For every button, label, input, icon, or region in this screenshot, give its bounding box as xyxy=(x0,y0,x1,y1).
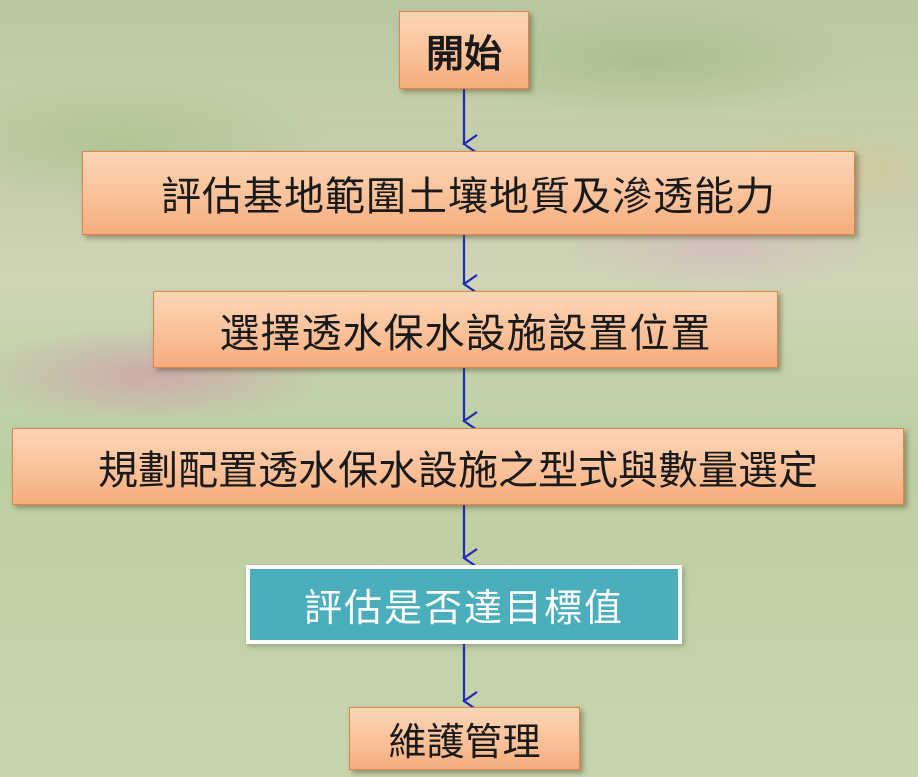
plan-layout-label: 規劃配置透水保水設施之型式與數量選定 xyxy=(98,447,818,494)
evaluate-target-label: 評估是否達目標值 xyxy=(303,586,624,630)
select-location-box: 選擇透水保水設施設置位置 xyxy=(153,291,778,368)
maintenance-label: 維護管理 xyxy=(388,720,541,764)
evaluate-target-box: 評估是否達目標值 xyxy=(246,565,682,644)
assess-soil-box: 評估基地範圍土壤地質及滲透能力 xyxy=(82,151,855,235)
assess-soil-label: 評估基地範圍土壤地質及滲透能力 xyxy=(161,174,776,220)
start-box: 開始 xyxy=(399,11,529,89)
start-label: 開始 xyxy=(425,30,502,76)
select-location-label: 選擇透水保水設施設置位置 xyxy=(219,310,712,357)
maintenance-box: 維護管理 xyxy=(349,707,580,770)
plan-layout-box: 規劃配置透水保水設施之型式與數量選定 xyxy=(12,428,904,505)
